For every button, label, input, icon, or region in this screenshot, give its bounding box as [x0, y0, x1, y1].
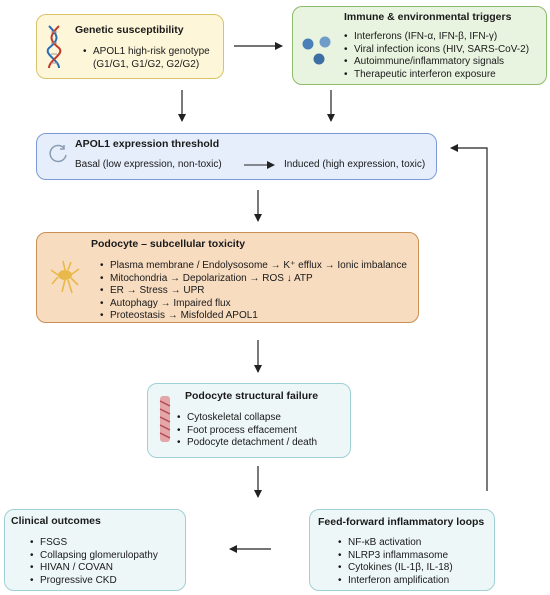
- immune-triggers-box: Immune & environmental triggers Interfer…: [292, 6, 547, 85]
- basal-label: Basal (low expression, non-toxic): [75, 159, 222, 170]
- clinical-item: FSGS: [30, 537, 180, 550]
- immune-title: Immune & environmental triggers: [344, 11, 512, 23]
- structural-item: Foot process effacement: [177, 425, 347, 438]
- immune-item: Viral infection icons (HIV, SARS-CoV-2): [344, 44, 544, 57]
- clinical-item: Collapsing glomerulopathy: [30, 550, 180, 563]
- feedforward-loops-box: Feed-forward inflammatory loops NF-κB ac…: [309, 509, 495, 591]
- feedforward-item: Interferon amplification: [338, 575, 494, 588]
- immune-item: Interferons (IFN-α, IFN-β, IFN-γ): [344, 31, 544, 44]
- dna-icon: [46, 25, 62, 69]
- toxicity-item: ER → Stress → UPR: [100, 285, 418, 298]
- cytoskeleton-icon: [159, 396, 171, 442]
- toxicity-item: Autophagy → Impaired flux: [100, 298, 418, 311]
- toxicity-item: Plasma membrane / Endolysosome → K⁺ effl…: [100, 260, 418, 273]
- clinical-outcomes-box: Clinical outcomes FSGS Collapsing glomer…: [4, 509, 186, 591]
- circular-arrow-icon: [49, 144, 67, 163]
- arrow-feedback-loop: [450, 144, 488, 491]
- structural-title: Podocyte structural failure: [185, 390, 319, 402]
- clinical-item: Progressive CKD: [30, 575, 180, 588]
- immune-list: Interferons (IFN-α, IFN-β, IFN-γ) Viral …: [344, 31, 544, 81]
- structural-list: Cytoskeletal collapse Foot process effac…: [177, 412, 347, 450]
- toxicity-item: Mitochondria → Depolarization → ROS ↓ AT…: [100, 273, 418, 286]
- toxicity-list: Plasma membrane / Endolysosome → K⁺ effl…: [100, 260, 418, 323]
- feedforward-list: NF-κB activation NLRP3 inflammasome Cyto…: [338, 537, 494, 587]
- feedforward-item: NLRP3 inflammasome: [338, 550, 494, 563]
- induced-label: Induced (high expression, toxic): [284, 159, 426, 170]
- structural-failure-box: Podocyte structural failure Cytoskeletal…: [147, 383, 351, 458]
- podocyte-toxicity-box: Podocyte – subcellular toxicity Plasma m…: [36, 232, 419, 323]
- clinical-title: Clinical outcomes: [11, 515, 101, 527]
- feedforward-item: NF-κB activation: [338, 537, 494, 550]
- genetic-title: Genetic susceptibility: [75, 24, 184, 36]
- virus-particles-icon: [302, 36, 331, 65]
- immune-item: Autoimmune/inflammatory signals: [344, 56, 544, 69]
- feedforward-title: Feed-forward inflammatory loops: [318, 516, 485, 528]
- toxicity-item: Proteostasis → Misfolded APOL1: [100, 310, 418, 323]
- clinical-item: HIVAN / COVAN: [30, 562, 180, 575]
- structural-item: Cytoskeletal collapse: [177, 412, 347, 425]
- genetic-item: APOL1 high-risk genotype (G1/G1, G1/G2, …: [83, 46, 223, 71]
- immune-item: Therapeutic interferon exposure: [344, 69, 544, 82]
- clinical-list: FSGS Collapsing glomerulopathy HIVAN / C…: [30, 537, 180, 587]
- podocyte-cell-icon: [50, 260, 80, 294]
- expression-threshold-box: APOL1 expression threshold Basal (low ex…: [36, 133, 437, 180]
- feedforward-item: Cytokines (IL-1β, IL-18): [338, 562, 494, 575]
- genetic-list: APOL1 high-risk genotype (G1/G1, G1/G2, …: [83, 46, 223, 71]
- threshold-title: APOL1 expression threshold: [75, 138, 220, 150]
- genetic-susceptibility-box: Genetic susceptibility APOL1 high-risk g…: [36, 14, 224, 79]
- toxicity-title: Podocyte – subcellular toxicity: [91, 238, 246, 250]
- structural-item: Podocyte detachment / death: [177, 437, 347, 450]
